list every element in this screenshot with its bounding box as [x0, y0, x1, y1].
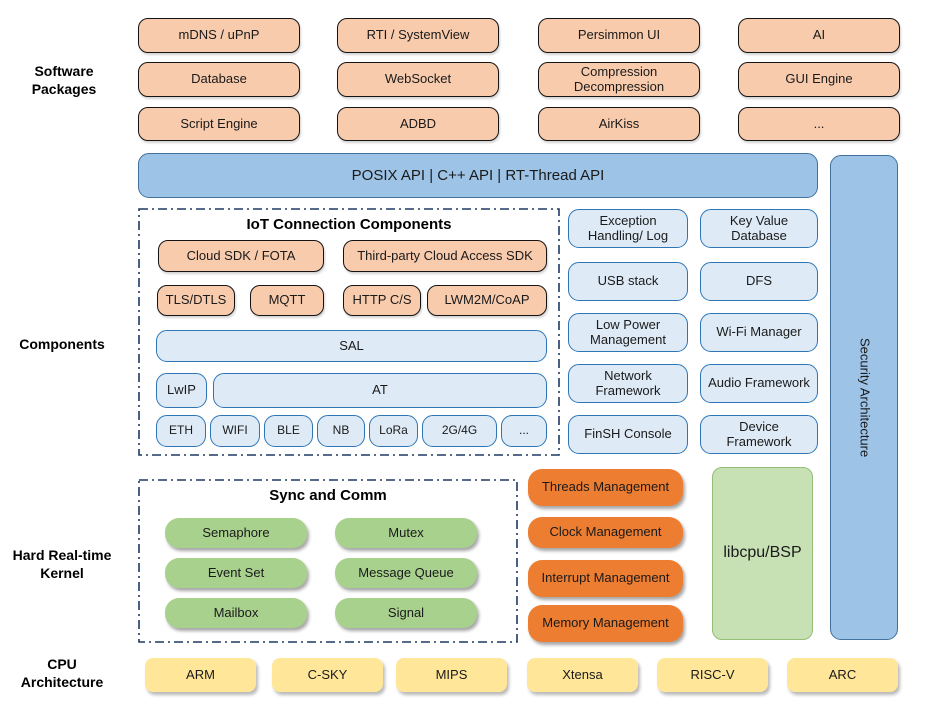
link-2g4g: 2G/4G	[422, 415, 497, 447]
mgmt-interrupt: Interrupt Management	[528, 560, 683, 597]
box-lwm2m-coap: LWM2M/CoAP	[427, 285, 547, 316]
security-architecture-bar: Security Architecture	[830, 155, 898, 640]
mgmt-clock: Clock Management	[528, 517, 683, 548]
box-cloud-sdk-fota: Cloud SDK / FOTA	[158, 240, 324, 272]
service-finsh-console: FinSH Console	[568, 415, 688, 454]
sync-mutex: Mutex	[335, 518, 477, 548]
service-key-value-db: Key Value Database	[700, 209, 818, 248]
service-audio-framework: Audio Framework	[700, 364, 818, 403]
package-database: Database	[138, 62, 300, 97]
sync-semaphore: Semaphore	[165, 518, 307, 548]
package-persimmon-ui: Persimmon UI	[538, 18, 700, 53]
link-eth: ETH	[156, 415, 206, 447]
sync-mailbox: Mailbox	[165, 598, 307, 628]
box-sal: SAL	[156, 330, 547, 362]
sync-comm-outline	[138, 479, 518, 643]
package-airkiss: AirKiss	[538, 107, 700, 141]
label-cpu-architecture: CPU Architecture	[20, 656, 104, 690]
link-nb: NB	[317, 415, 365, 447]
sync-event-set: Event Set	[165, 558, 307, 588]
package-more: ...	[738, 107, 900, 141]
iot-components-title: IoT Connection Components	[246, 216, 452, 233]
mgmt-threads: Threads Management	[528, 469, 683, 506]
package-adbd: ADBD	[337, 107, 499, 141]
package-websocket: WebSocket	[337, 62, 499, 97]
box-at: AT	[213, 373, 547, 408]
package-script-engine: Script Engine	[138, 107, 300, 141]
iot-components-outline	[138, 208, 560, 456]
label-software-packages: Software Packages	[31, 63, 97, 97]
link-ble: BLE	[264, 415, 313, 447]
box-mqtt: MQTT	[250, 285, 324, 316]
label-kernel: Hard Real-time Kernel	[12, 547, 112, 581]
label-components: Components	[19, 336, 105, 352]
cpu-riscv: RISC-V	[657, 658, 768, 692]
box-tls-dtls: TLS/DTLS	[157, 285, 235, 316]
cpu-arc: ARC	[787, 658, 898, 692]
service-exception-log: Exception Handling/ Log	[568, 209, 688, 248]
package-ai: AI	[738, 18, 900, 53]
link-lora: LoRa	[369, 415, 418, 447]
box-http-cs: HTTP C/S	[343, 285, 421, 316]
cpu-xtensa: Xtensa	[527, 658, 638, 692]
cpu-arm: ARM	[145, 658, 256, 692]
box-third-party-cloud-sdk: Third-party Cloud Access SDK	[343, 240, 547, 272]
link-more: ...	[501, 415, 547, 447]
sync-comm-title: Sync and Comm	[269, 487, 387, 504]
link-wifi: WIFI	[210, 415, 260, 447]
package-compression: Compression Decompression	[538, 62, 700, 97]
mgmt-memory: Memory Management	[528, 605, 683, 642]
service-device-framework: Device Framework	[700, 415, 818, 454]
sync-message-queue: Message Queue	[335, 558, 477, 588]
cpu-csky: C-SKY	[272, 658, 383, 692]
service-dfs: DFS	[700, 262, 818, 301]
sync-signal: Signal	[335, 598, 477, 628]
service-low-power: Low Power Management	[568, 313, 688, 352]
package-rti-systemview: RTI / SystemView	[337, 18, 499, 53]
service-usb-stack: USB stack	[568, 262, 688, 301]
package-gui-engine: GUI Engine	[738, 62, 900, 97]
service-network-framework: Network Framework	[568, 364, 688, 403]
api-bar: POSIX API | C++ API | RT-Thread API	[138, 153, 818, 198]
libcpu-bsp-box: libcpu/BSP	[712, 467, 813, 640]
package-mdns-upnp: mDNS / uPnP	[138, 18, 300, 53]
box-lwip: LwIP	[156, 373, 207, 408]
service-wifi-manager: Wi-Fi Manager	[700, 313, 818, 352]
cpu-mips: MIPS	[396, 658, 507, 692]
